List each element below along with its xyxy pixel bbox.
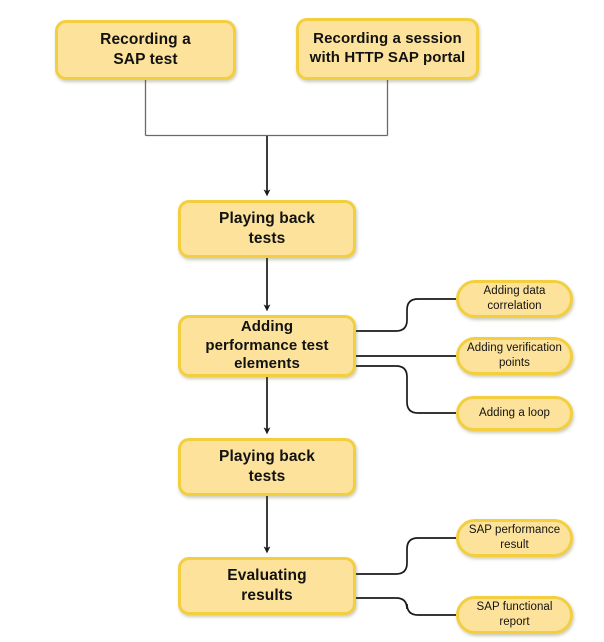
node-recording-http-session[interactable]: Recording a session with HTTP SAP portal	[296, 18, 479, 80]
node-label: Playing back tests	[219, 210, 315, 247]
node-label: Adding verification points	[467, 342, 562, 369]
node-adding-performance-test-elements[interactable]: Adding performance test elements	[178, 315, 356, 377]
node-playing-back-tests-2[interactable]: Playing back tests	[178, 438, 356, 496]
node-evaluating-results[interactable]: Evaluating results	[178, 557, 356, 615]
edge-elements-to-loop	[356, 365, 456, 414]
node-label: SAP functional report	[476, 601, 553, 628]
node-label: Recording a SAP test	[100, 31, 191, 68]
edge-elements-to-data-correlation	[356, 298, 456, 332]
node-sap-functional-report[interactable]: SAP functional report	[456, 596, 573, 634]
node-adding-data-correlation[interactable]: Adding data correlation	[456, 280, 573, 318]
node-adding-verification-points[interactable]: Adding verification points	[456, 337, 573, 375]
node-recording-sap-test[interactable]: Recording a SAP test	[55, 20, 236, 80]
edge-evaluating-to-functional-report	[356, 597, 456, 616]
node-playing-back-tests-1[interactable]: Playing back tests	[178, 200, 356, 258]
node-label: Recording a session with HTTP SAP portal	[309, 30, 466, 66]
node-label: Playing back tests	[219, 448, 315, 485]
node-label: Adding data correlation	[483, 285, 546, 312]
node-sap-performance-result[interactable]: SAP performance result	[456, 519, 573, 557]
edge-evaluating-to-performance-result	[356, 537, 456, 575]
node-label: Adding a loop	[479, 407, 550, 420]
node-label: Evaluating results	[227, 567, 307, 604]
node-adding-a-loop[interactable]: Adding a loop	[456, 396, 573, 431]
node-label: SAP performance result	[468, 524, 561, 551]
node-label: Adding performance test elements	[205, 317, 329, 373]
